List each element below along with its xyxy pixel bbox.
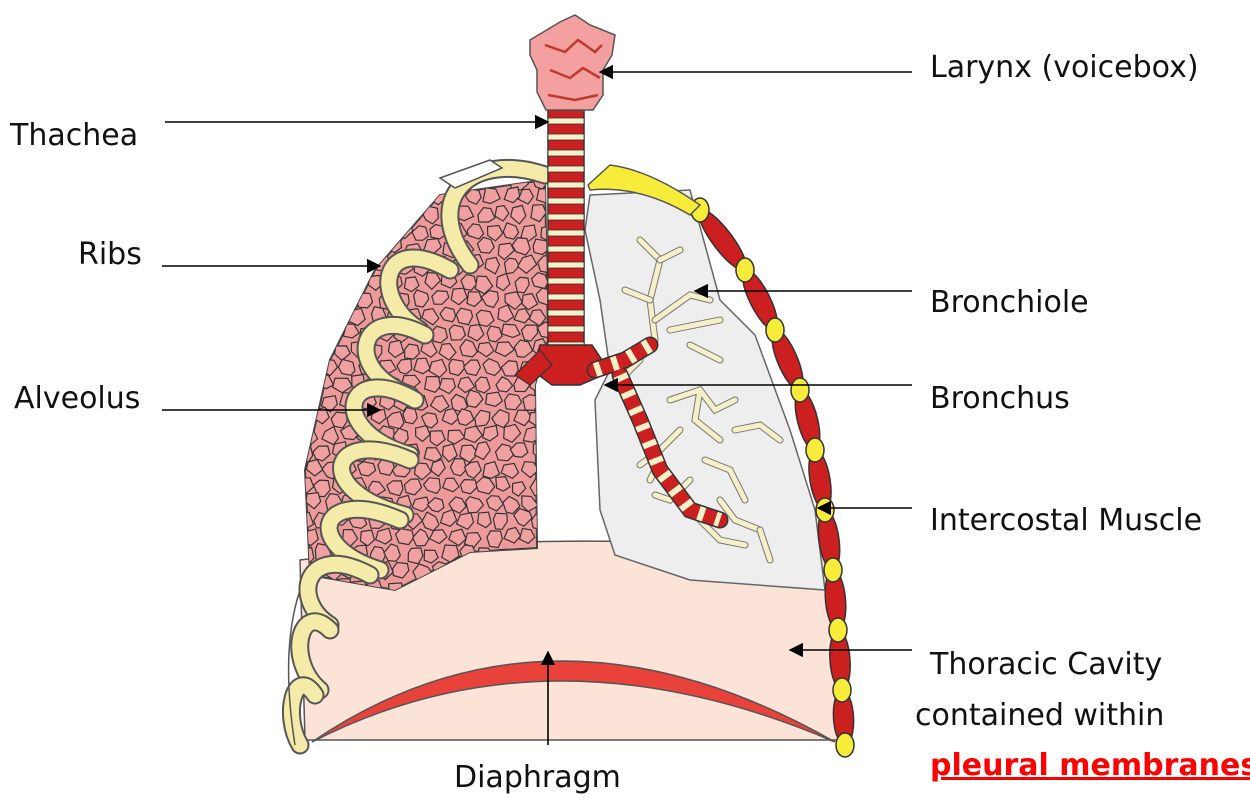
alveolus-cell xyxy=(298,272,316,286)
rib-end-node xyxy=(836,733,854,757)
alveolus-cell xyxy=(329,243,346,258)
alveolus-cell xyxy=(294,309,310,326)
alveolus-cell xyxy=(296,173,313,188)
alveolus-cell xyxy=(330,311,348,326)
alveolus-cell xyxy=(539,461,556,475)
alveolus-cell xyxy=(532,514,548,529)
alveolus-cell xyxy=(330,206,346,222)
alveolus-cell xyxy=(449,325,465,340)
alveolus-cell xyxy=(360,255,374,270)
cartilage-ring xyxy=(548,182,584,188)
label-thoracic-cavity: Thoracic Cavity xyxy=(930,647,1162,683)
rib-end-node xyxy=(829,618,847,642)
alveolus-cell xyxy=(335,172,352,186)
alveolus-cell xyxy=(403,408,418,424)
alveolus-cell xyxy=(341,258,359,276)
alveolus-cell xyxy=(370,207,384,223)
alveolus-cell xyxy=(341,224,358,238)
alveolus-cell xyxy=(366,171,382,187)
alveolus-cell xyxy=(322,188,339,203)
label-alveolus: Alveolus xyxy=(14,381,140,417)
larynx-shape xyxy=(530,15,615,110)
label-trachea: Thachea xyxy=(10,118,138,154)
alveolus-cell xyxy=(487,531,503,548)
alveolus-cell xyxy=(315,309,332,326)
alveolus-cell xyxy=(294,343,311,360)
alveolus-cell xyxy=(349,206,366,222)
alveolus-cell xyxy=(304,187,319,205)
alveolus-cell xyxy=(307,256,323,270)
label-intercostal-muscle: Intercostal Muscle xyxy=(930,503,1202,539)
label-bronchiole: Bronchiole xyxy=(930,285,1089,321)
alveolus-cell xyxy=(315,172,328,189)
label-larynx: Larynx (voicebox) xyxy=(930,50,1199,86)
alveolus-cell xyxy=(297,208,314,224)
rib-end-node xyxy=(791,378,809,402)
alveolus-cell xyxy=(423,171,440,186)
alveolus-cell xyxy=(369,243,383,259)
alveolus-cell xyxy=(321,291,336,307)
label-contained-within: contained within xyxy=(915,698,1164,734)
label-diaphragm: Diaphragm xyxy=(454,760,621,796)
alveolus-cell xyxy=(388,206,405,220)
cartilage-ring xyxy=(548,214,584,220)
alveolus-cell xyxy=(331,272,347,289)
alveolus-cell xyxy=(361,223,376,238)
alveolus-cell xyxy=(315,240,332,257)
cartilage-ring xyxy=(548,118,584,124)
alveolus-cell xyxy=(539,493,553,511)
alveolus-cell xyxy=(299,240,315,254)
alveolus-cell xyxy=(316,344,332,359)
alveolus-cell xyxy=(340,190,355,204)
alveolus-cell xyxy=(299,410,315,425)
alveolus-cell xyxy=(350,277,365,292)
alveolus-cell xyxy=(348,239,366,256)
alveolus-cell xyxy=(304,394,320,411)
alveolus-cell xyxy=(314,208,331,223)
alveolus-cell xyxy=(303,324,318,340)
rib-end-node xyxy=(824,558,842,582)
rib-end-node xyxy=(736,258,754,282)
alveolus-cell xyxy=(313,271,330,287)
label-bronchus: Bronchus xyxy=(930,381,1070,417)
cartilage-ring xyxy=(548,262,584,268)
cartilage-ring xyxy=(548,198,584,204)
alveolus-cell xyxy=(395,189,412,204)
alveolus-cell xyxy=(407,174,422,188)
alveolus-cell xyxy=(396,529,414,545)
alveolus-cell xyxy=(415,190,432,205)
alveolus-cell xyxy=(456,308,472,325)
alveolus-cell xyxy=(321,225,338,240)
alveolus-cell xyxy=(376,223,392,240)
label-pleural-membranes: pleural membranes xyxy=(930,748,1250,784)
alveolus-cell xyxy=(539,426,556,442)
alveolus-cell xyxy=(306,361,322,375)
alveolus-cell xyxy=(388,172,404,188)
cartilage-ring xyxy=(548,166,584,172)
alveolus-cell xyxy=(356,293,373,308)
alveolus-cell xyxy=(540,393,557,408)
alveolus-cell xyxy=(353,172,370,189)
cartilage-ring xyxy=(548,134,584,140)
alveolus-cell xyxy=(307,289,323,304)
cartilage-ring xyxy=(548,294,584,300)
alveolus-cell xyxy=(295,375,312,390)
rib-end-node xyxy=(766,318,784,342)
alveolus-cell xyxy=(306,223,321,242)
cartilage-ring xyxy=(548,310,584,316)
cartilage-ring xyxy=(548,246,584,252)
rib-end-node xyxy=(806,438,824,462)
cartilage-ring xyxy=(548,150,584,156)
rib-end-node xyxy=(816,498,834,522)
rib-end-node xyxy=(833,678,851,702)
label-ribs: Ribs xyxy=(78,237,142,273)
cartilage-ring xyxy=(548,278,584,284)
alveolus-cell xyxy=(324,325,337,341)
alveolus-cell xyxy=(321,255,336,272)
cartilage-ring xyxy=(548,230,584,236)
cartilage-ring xyxy=(548,326,584,332)
alveolus-cell xyxy=(375,189,391,205)
alveolus-cell xyxy=(359,192,374,206)
